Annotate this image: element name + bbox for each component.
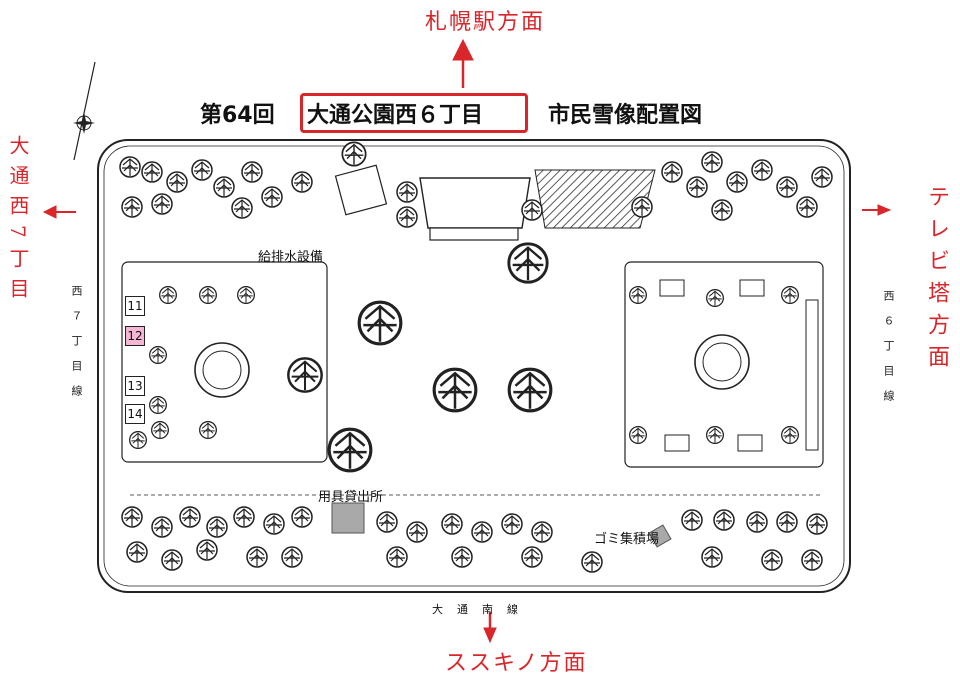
plot-marker-14[interactable]: 14 bbox=[125, 404, 145, 424]
east-street-label: 西６丁目線 bbox=[882, 290, 895, 415]
title-suffix: 市民雪像配置図 bbox=[548, 103, 703, 128]
compass-rose-icon bbox=[73, 61, 96, 161]
south-street-label: 大通南線 bbox=[432, 603, 532, 616]
plot-marker-11[interactable]: 11 bbox=[125, 296, 145, 316]
title-highlight: 大通公園西６丁目 bbox=[307, 103, 484, 128]
title-highlight-box bbox=[300, 93, 528, 133]
title-prefix: 第64回 bbox=[200, 103, 275, 128]
handwritten-north: 札幌駅方面 bbox=[425, 10, 546, 35]
arrow-right-icon bbox=[862, 204, 892, 216]
arrow-down-icon bbox=[483, 612, 497, 644]
arrow-left-icon bbox=[42, 205, 76, 219]
arrow-up-icon bbox=[452, 38, 474, 88]
west-street-label: 西７丁目線 bbox=[70, 285, 83, 410]
handwritten-east: テレビ塔方面 bbox=[924, 185, 949, 377]
rental-facility-label: 用具貸出所 bbox=[318, 490, 384, 505]
plot-marker-12[interactable]: 12 bbox=[125, 326, 145, 346]
handwritten-west: 大通西7丁目 bbox=[6, 135, 30, 308]
handwritten-south: ススキノ方面 bbox=[445, 651, 588, 676]
water-facility-label: 給排水設備 bbox=[258, 250, 324, 265]
plot-marker-13[interactable]: 13 bbox=[125, 376, 145, 396]
garbage-facility-label: ゴミ集積場 bbox=[594, 532, 660, 547]
